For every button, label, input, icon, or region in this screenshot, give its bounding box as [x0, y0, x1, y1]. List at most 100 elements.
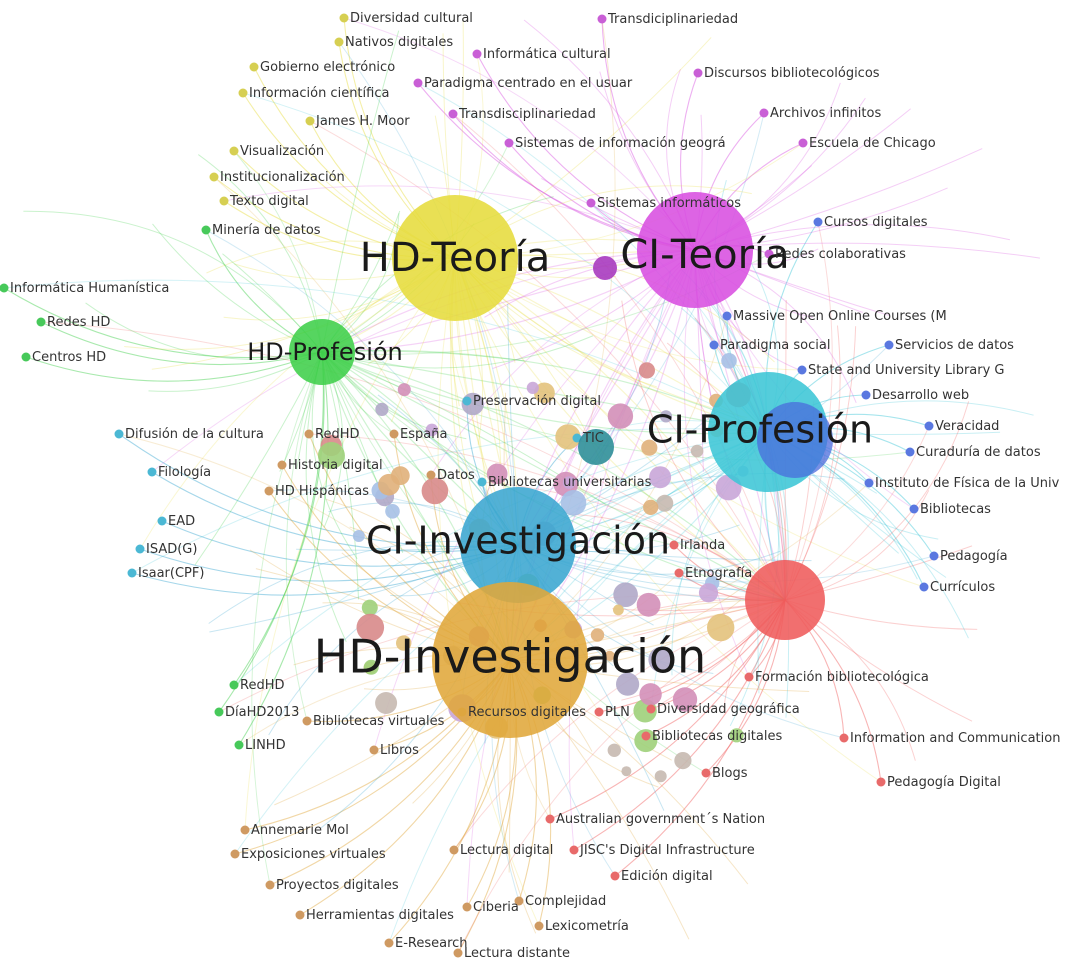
graph-node[interactable] [639, 683, 662, 706]
graph-node[interactable] [238, 88, 248, 98]
graph-node[interactable] [593, 256, 617, 280]
graph-node[interactable] [638, 362, 656, 379]
graph-node[interactable] [709, 340, 719, 350]
graph-node[interactable] [722, 311, 732, 321]
graph-node[interactable] [610, 871, 620, 881]
graph-node[interactable] [36, 317, 46, 327]
graph-node[interactable] [363, 659, 379, 675]
graph-node[interactable] [659, 410, 673, 423]
graph-node[interactable] [214, 707, 224, 717]
graph-node[interactable] [147, 467, 157, 477]
graph-node[interactable] [707, 613, 735, 642]
graph-node[interactable] [813, 217, 823, 227]
graph-node[interactable] [672, 687, 698, 712]
graph-node[interactable] [572, 433, 582, 443]
graph-node[interactable] [919, 582, 929, 592]
graph-node[interactable] [135, 544, 145, 554]
graph-node[interactable] [641, 439, 658, 456]
graph-node[interactable] [545, 814, 555, 824]
graph-node[interactable] [798, 138, 808, 148]
graph-node[interactable] [674, 568, 684, 578]
graph-node[interactable] [594, 707, 604, 717]
graph-node[interactable] [453, 948, 463, 958]
graph-node[interactable] [486, 463, 508, 485]
graph-node[interactable] [295, 910, 305, 920]
graph-node[interactable] [514, 896, 524, 906]
graph-node[interactable] [375, 692, 398, 714]
graph-node[interactable] [560, 490, 587, 516]
graph-node[interactable] [249, 62, 259, 72]
graph-node[interactable] [534, 921, 544, 931]
graph-node[interactable] [701, 768, 711, 778]
graph-node[interactable] [607, 743, 621, 757]
graph-node[interactable] [674, 752, 692, 770]
graph-node[interactable] [721, 353, 737, 369]
graph-node[interactable] [729, 728, 744, 743]
graph-node[interactable] [229, 146, 239, 156]
graph-node[interactable] [339, 13, 349, 23]
graph-node[interactable] [613, 582, 638, 607]
graph-node[interactable] [690, 444, 704, 458]
graph-node[interactable] [448, 109, 458, 119]
graph-node[interactable] [604, 650, 615, 662]
graph-node[interactable] [462, 396, 472, 406]
graph-node[interactable] [586, 198, 596, 208]
graph-node[interactable] [317, 442, 345, 469]
graph-node[interactable] [905, 447, 915, 457]
graph-node[interactable] [698, 583, 719, 603]
graph-node[interactable] [201, 225, 211, 235]
graph-node[interactable] [449, 845, 459, 855]
graph-node[interactable] [693, 68, 703, 78]
graph-node[interactable] [649, 466, 672, 489]
graph-node[interactable] [590, 628, 605, 642]
graph-node[interactable] [864, 478, 874, 488]
graph-node[interactable] [396, 635, 412, 651]
hub-node-hd-investigacion[interactable] [432, 582, 588, 738]
graph-node[interactable] [397, 383, 411, 397]
graph-node[interactable] [21, 352, 31, 362]
hub-node-ci-teoria[interactable] [637, 192, 753, 308]
graph-node[interactable] [504, 138, 514, 148]
graph-node[interactable] [797, 365, 807, 375]
graph-node[interactable] [929, 551, 939, 561]
graph-node[interactable] [634, 729, 658, 753]
graph-node[interactable] [876, 777, 886, 787]
graph-node[interactable] [277, 460, 287, 470]
graph-node[interactable] [569, 845, 579, 855]
graph-node[interactable] [240, 825, 250, 835]
graph-node[interactable] [909, 504, 919, 514]
graph-node[interactable] [265, 880, 275, 890]
graph-node[interactable] [305, 116, 315, 126]
graph-node[interactable] [839, 733, 849, 743]
graph-node[interactable] [744, 672, 754, 682]
graph-node[interactable] [654, 770, 667, 783]
graph-node[interactable] [578, 429, 614, 465]
graph-node[interactable] [621, 766, 632, 777]
hub-node-red-hub[interactable] [745, 560, 825, 640]
graph-node[interactable] [219, 196, 229, 206]
graph-node[interactable] [426, 470, 436, 480]
graph-node[interactable] [421, 477, 449, 505]
graph-node[interactable] [641, 731, 651, 741]
graph-node[interactable] [157, 516, 167, 526]
graph-node[interactable] [616, 672, 640, 696]
graph-node[interactable] [230, 849, 240, 859]
graph-node[interactable] [924, 421, 934, 431]
graph-node[interactable] [669, 540, 679, 550]
graph-node[interactable] [389, 429, 399, 439]
graph-node[interactable] [607, 403, 634, 429]
graph-node[interactable] [413, 78, 423, 88]
graph-node[interactable] [861, 390, 871, 400]
graph-node[interactable] [114, 429, 124, 439]
graph-node[interactable] [304, 429, 314, 439]
graph-node[interactable] [643, 499, 659, 515]
graph-node[interactable] [759, 108, 769, 118]
graph-node[interactable] [562, 476, 576, 489]
graph-node[interactable] [555, 424, 581, 450]
graph-node[interactable] [302, 716, 312, 726]
graph-node[interactable] [462, 902, 472, 912]
graph-node[interactable] [884, 340, 894, 350]
hub-node-ci-investigacion[interactable] [460, 487, 576, 603]
graph-node[interactable] [127, 568, 137, 578]
hub-node-hd-profesion[interactable] [289, 319, 355, 385]
